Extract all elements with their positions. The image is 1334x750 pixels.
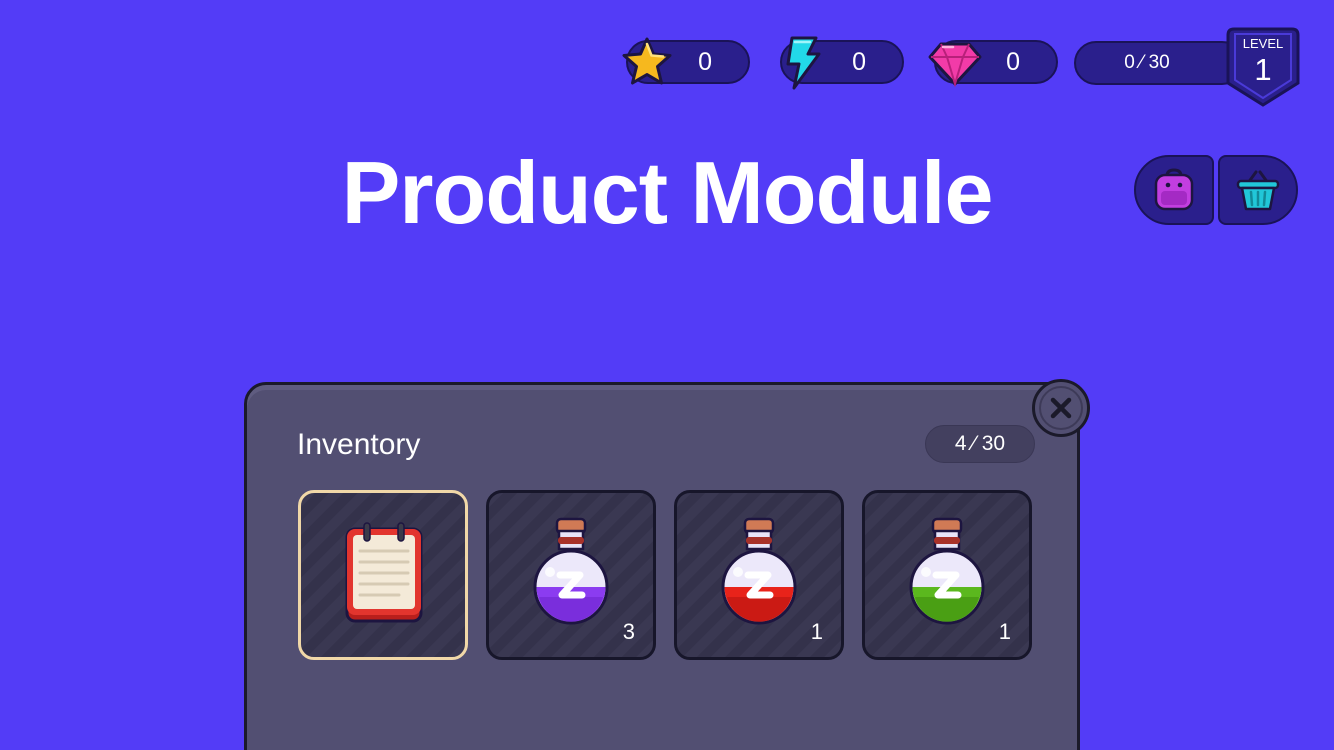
level-badge: LEVEL 1 [1226,25,1300,109]
energy-value: 0 [852,47,866,76]
gem-icon [928,42,982,88]
shield-icon [1226,27,1300,107]
inventory-slot-purple-potion[interactable]: 3 [486,490,656,660]
level-value: 1 [1254,52,1272,87]
lightning-icon [786,36,821,90]
inventory-capacity: 4 ⁄ 30 [925,425,1035,463]
close-button[interactable] [1032,379,1090,437]
red-potion-icon [721,517,797,625]
xp-progress: 0 ⁄ 30 [1074,41,1244,85]
green-potion-icon [909,517,985,625]
inventory-panel: Inventory 4 ⁄ 30 3 [244,382,1080,750]
backpack-icon [1154,168,1194,211]
item-count: 1 [810,619,823,644]
energy-counter: 0 [780,36,904,90]
inventory-title: Inventory [297,428,421,461]
basket-button[interactable] [1218,155,1298,225]
gems-counter: 0 [928,40,1058,88]
gems-value: 0 [1006,47,1020,76]
close-icon [1050,397,1072,419]
stars-counter: 0 [622,37,750,85]
stars-value: 0 [698,47,712,76]
page-title: Product Module [341,143,994,242]
inventory-slot-notepad[interactable] [298,490,468,660]
inventory-slot-green-potion[interactable]: 1 [862,490,1032,660]
side-buttons [1134,155,1298,225]
xp-value: 0 ⁄ 30 [1124,52,1170,73]
inventory-slot-red-potion[interactable]: 1 [674,490,844,660]
item-count: 3 [622,619,635,644]
purple-potion-icon [533,517,609,625]
backpack-button[interactable] [1134,155,1214,225]
level-label: LEVEL [1242,36,1284,51]
notepad-icon [345,522,423,623]
item-count: 1 [998,619,1011,644]
basket-icon [1236,170,1280,211]
star-icon [622,37,672,85]
